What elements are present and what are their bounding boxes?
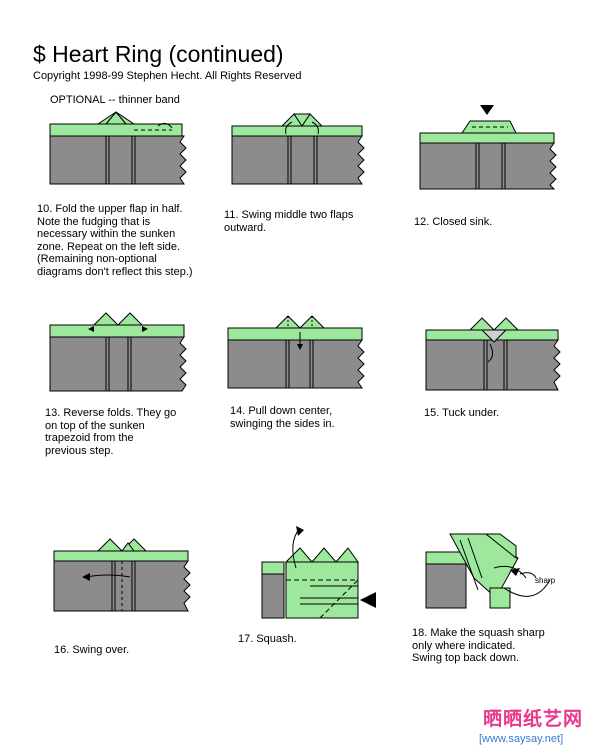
step-13-caption: 13. Reverse folds. They go on top of the… — [45, 407, 177, 457]
step-14-caption: 14. Pull down center, swinging the sides… — [230, 405, 335, 430]
step-14-diagram — [226, 312, 368, 392]
step-11-caption: 11. Swing middle two flaps outward. — [224, 209, 354, 234]
copyright-line: Copyright 1998-99 Stephen Hecht. All Rig… — [33, 70, 302, 82]
step-17-diagram — [260, 522, 380, 624]
watermark-url: [www.saysay.net] — [479, 733, 564, 745]
step-12-caption: 12. Closed sink. — [414, 216, 493, 228]
step-10-caption: 10. Fold the upper flap in half. Note th… — [37, 203, 193, 278]
watermark-brand: 晒晒纸艺网 — [483, 709, 584, 730]
step-15-diagram — [424, 312, 564, 394]
step-15-caption: 15. Tuck under. — [424, 407, 500, 419]
step-10-diagram — [48, 108, 190, 188]
optional-note: OPTIONAL -- thinner band — [50, 94, 180, 106]
step-16-diagram — [52, 533, 194, 615]
step-16-caption: 16. Swing over. — [54, 644, 130, 656]
step-18-callout: sharp — [535, 576, 556, 585]
step-17-caption: 17. Squash. — [238, 633, 297, 645]
page-title: $ Heart Ring (continued) — [33, 41, 284, 67]
step-18-diagram — [424, 528, 554, 618]
step-13-diagram — [48, 307, 190, 395]
step-12-diagram — [418, 105, 560, 190]
step-18-caption: 18. Make the squash sharp only where ind… — [412, 627, 545, 664]
step-11-diagram — [230, 110, 370, 185]
